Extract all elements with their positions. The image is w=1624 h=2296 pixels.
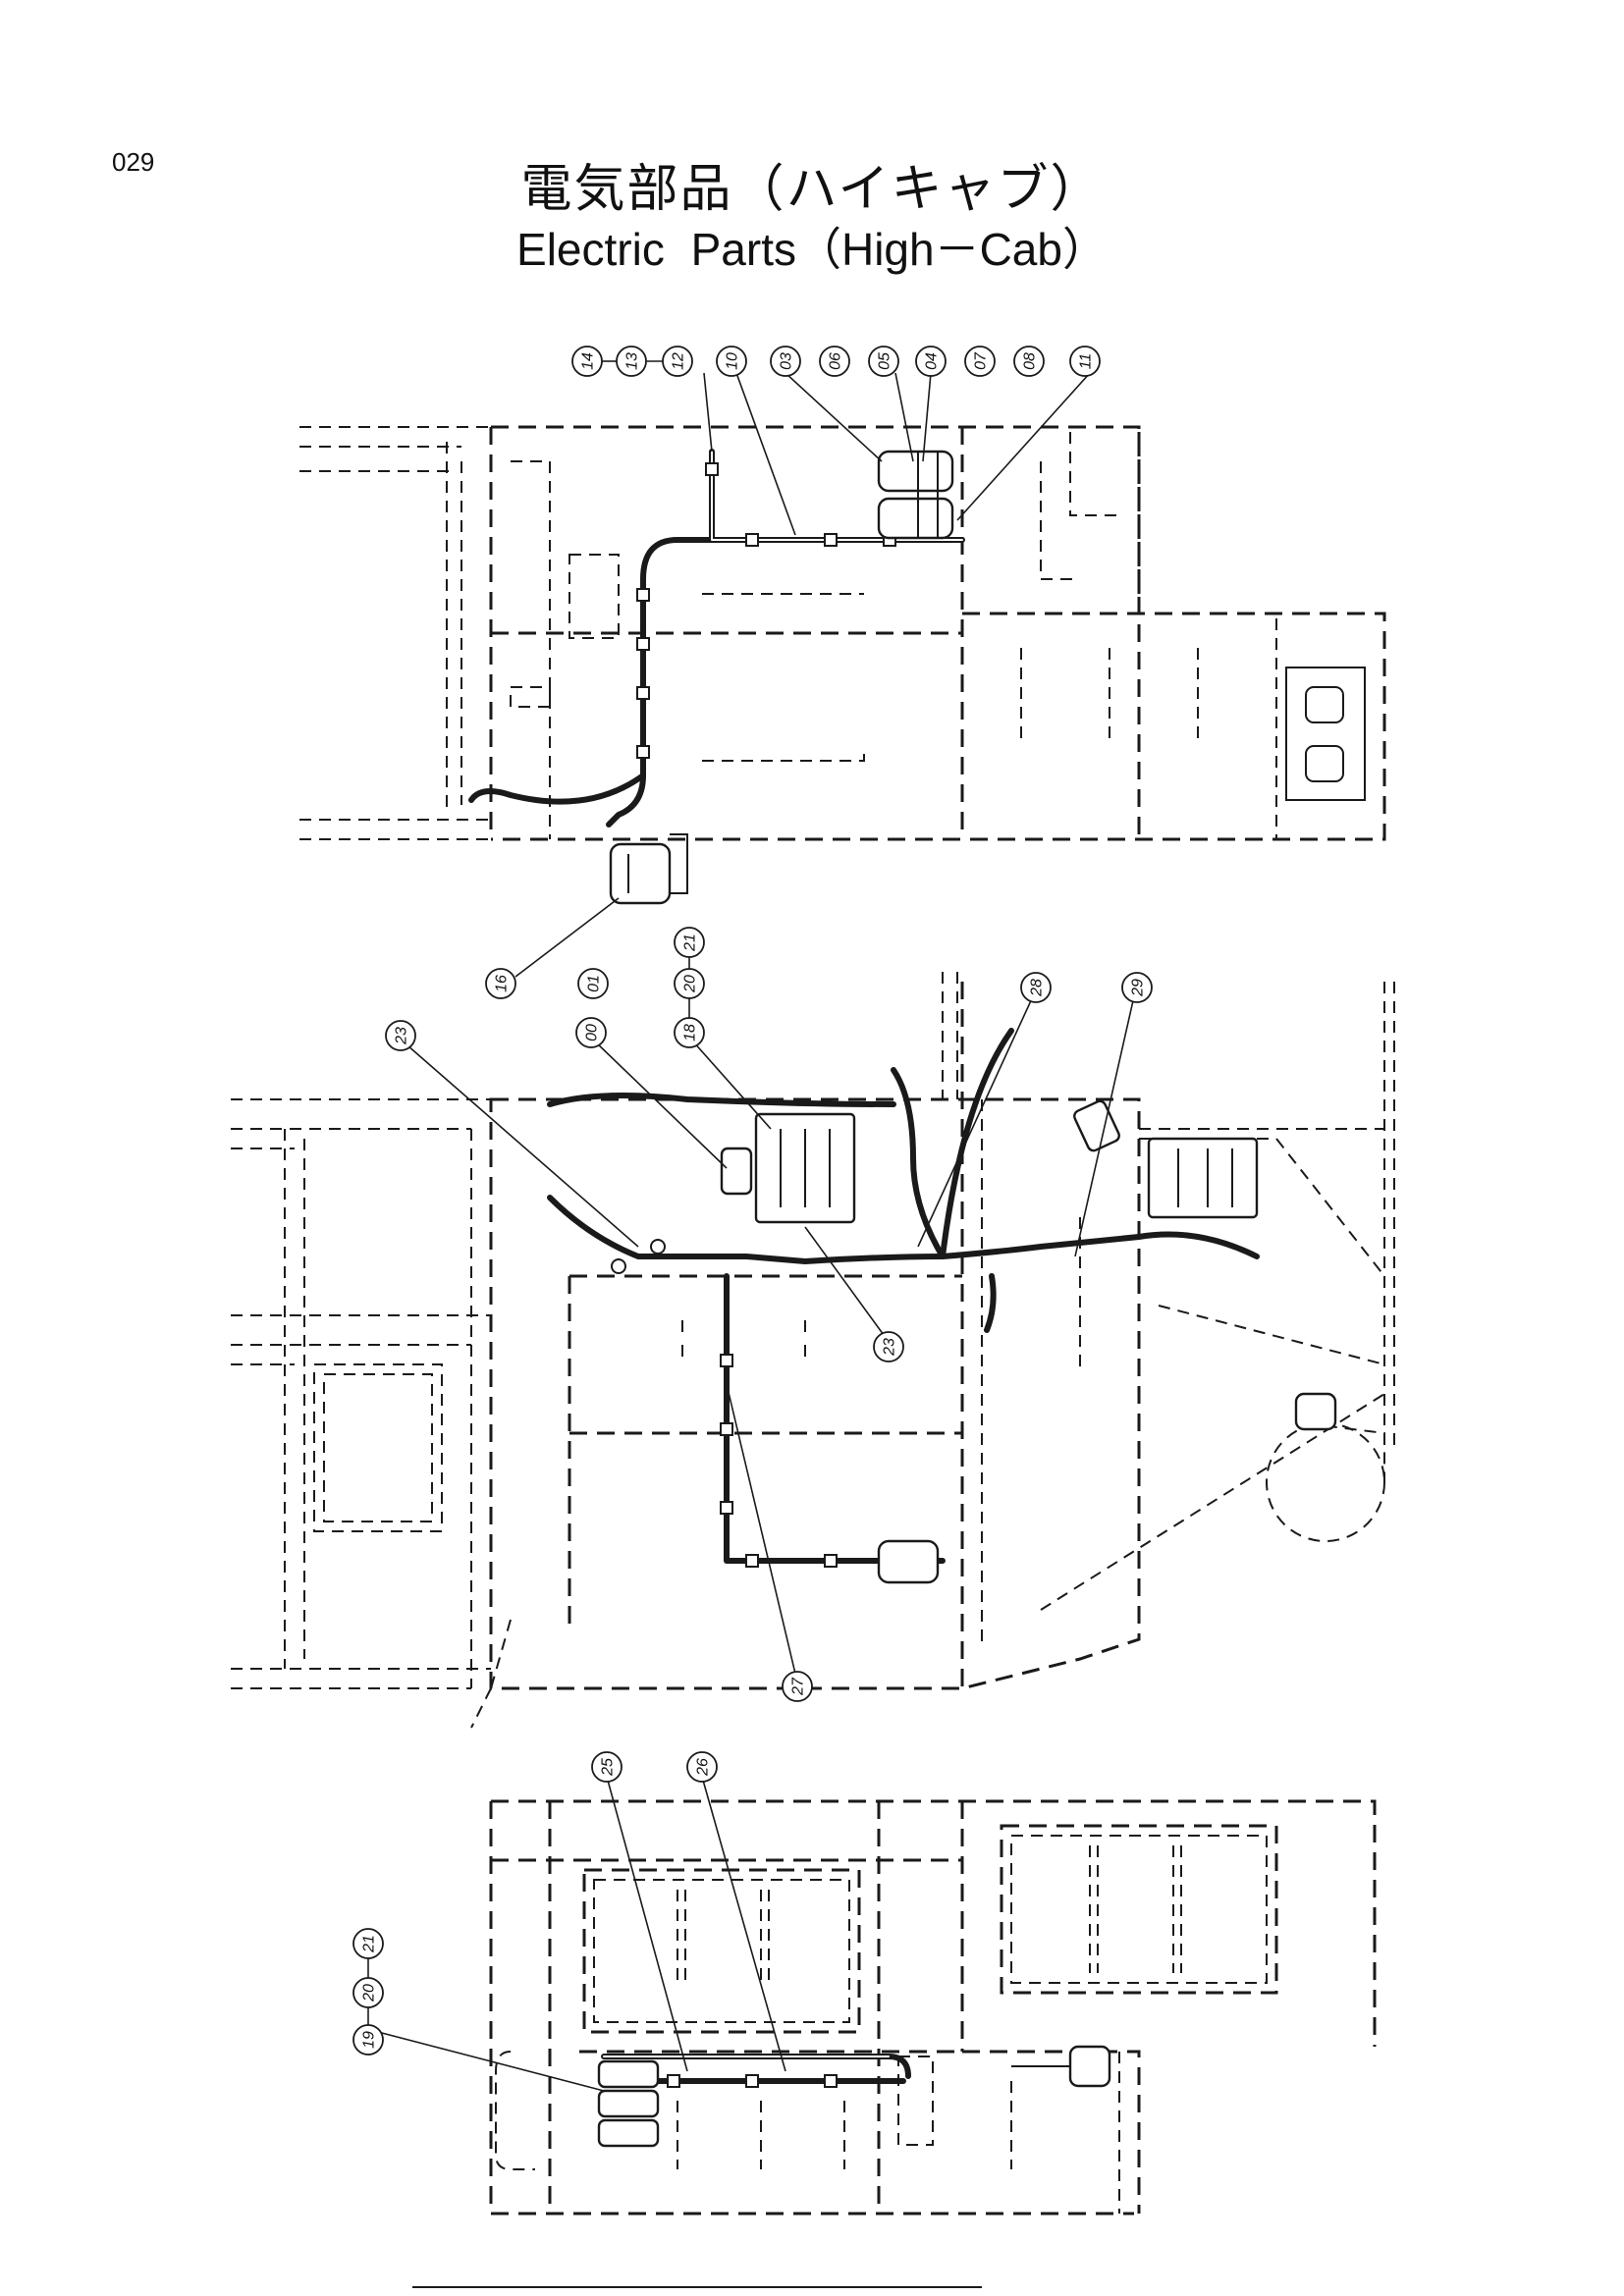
svg-text:27: 27 — [790, 1677, 807, 1696]
view1-callout-13: 13 — [616, 346, 647, 377]
svg-text:10: 10 — [725, 352, 741, 370]
view1-callout-10: 10 — [716, 346, 747, 377]
svg-text:05: 05 — [877, 352, 893, 370]
view1-callout-16: 16 — [485, 968, 516, 999]
view-2-cab-side — [231, 972, 1395, 1729]
view1-callout-08: 08 — [1013, 346, 1045, 377]
svg-text:25: 25 — [600, 1758, 617, 1777]
svg-text:06: 06 — [828, 352, 844, 370]
svg-text:18: 18 — [682, 1024, 699, 1041]
svg-text:23: 23 — [394, 1027, 410, 1045]
view-1-cab-top — [299, 425, 1386, 905]
view2-callout-01: 01 — [577, 968, 609, 999]
view2-callout-20: 20 — [674, 968, 705, 999]
svg-text:29: 29 — [1130, 979, 1147, 997]
svg-text:26: 26 — [695, 1758, 712, 1777]
svg-text:03: 03 — [779, 352, 795, 370]
svg-text:20: 20 — [361, 1984, 378, 2002]
view1-callout-04: 04 — [915, 346, 947, 377]
view1-callout-03: 03 — [770, 346, 801, 377]
callouts-view-2 — [406, 995, 1135, 1675]
svg-text:21: 21 — [361, 1935, 378, 1953]
svg-text:21: 21 — [682, 934, 699, 952]
svg-text:00: 00 — [584, 1024, 601, 1041]
view2-callout-23: 23 — [385, 1020, 416, 1051]
view2-callout-18: 18 — [674, 1017, 705, 1048]
page-title-english: Electric Parts（High－Cab） — [516, 224, 1108, 275]
callouts-view-3 — [377, 1776, 786, 2092]
callout-bubbles: 14 13 12 10 03 06 05 04 07 08 11 16 23 00 01 18 20 21 28 29… — [352, 346, 1153, 2056]
view3-callout-20: 20 — [352, 1977, 384, 2008]
view2-callout-28: 28 — [1020, 972, 1052, 1003]
view2-callout-27: 27 — [782, 1671, 813, 1702]
view1-callout-06: 06 — [819, 346, 850, 377]
view2-callout-23: 23 — [873, 1331, 904, 1362]
svg-text:13: 13 — [624, 352, 641, 370]
page-title-japanese: 電気部品（ハイキャブ） — [520, 160, 1104, 219]
svg-text:01: 01 — [586, 975, 603, 992]
svg-text:28: 28 — [1029, 979, 1046, 997]
svg-text:07: 07 — [973, 351, 990, 370]
svg-text:19: 19 — [361, 2031, 378, 2049]
view3-callout-26: 26 — [686, 1751, 718, 1783]
view1-callout-07: 07 — [964, 346, 996, 377]
view3-callout-19: 19 — [352, 2024, 384, 2056]
svg-text:20: 20 — [682, 975, 699, 993]
view2-callout-21: 21 — [674, 927, 705, 958]
svg-text:23: 23 — [882, 1338, 898, 1357]
svg-text:16: 16 — [494, 975, 511, 992]
svg-text:12: 12 — [671, 352, 687, 370]
view3-callout-25: 25 — [591, 1751, 623, 1783]
svg-text:04: 04 — [924, 352, 941, 370]
svg-text:11: 11 — [1078, 353, 1095, 370]
callouts-view-1 — [514, 372, 1091, 978]
svg-text:08: 08 — [1022, 352, 1039, 370]
view2-callout-00: 00 — [575, 1017, 607, 1048]
view2-callout-29: 29 — [1121, 972, 1153, 1003]
view1-callout-11: 11 — [1069, 346, 1101, 377]
svg-text:14: 14 — [580, 352, 597, 370]
view1-callout-12: 12 — [662, 346, 693, 377]
view-3-cab-floor — [489, 1799, 1377, 2216]
view3-callout-21: 21 — [352, 1928, 384, 1959]
page-number: 029 — [112, 147, 155, 177]
view1-callout-14: 14 — [571, 346, 603, 377]
view1-callout-05: 05 — [868, 346, 899, 377]
